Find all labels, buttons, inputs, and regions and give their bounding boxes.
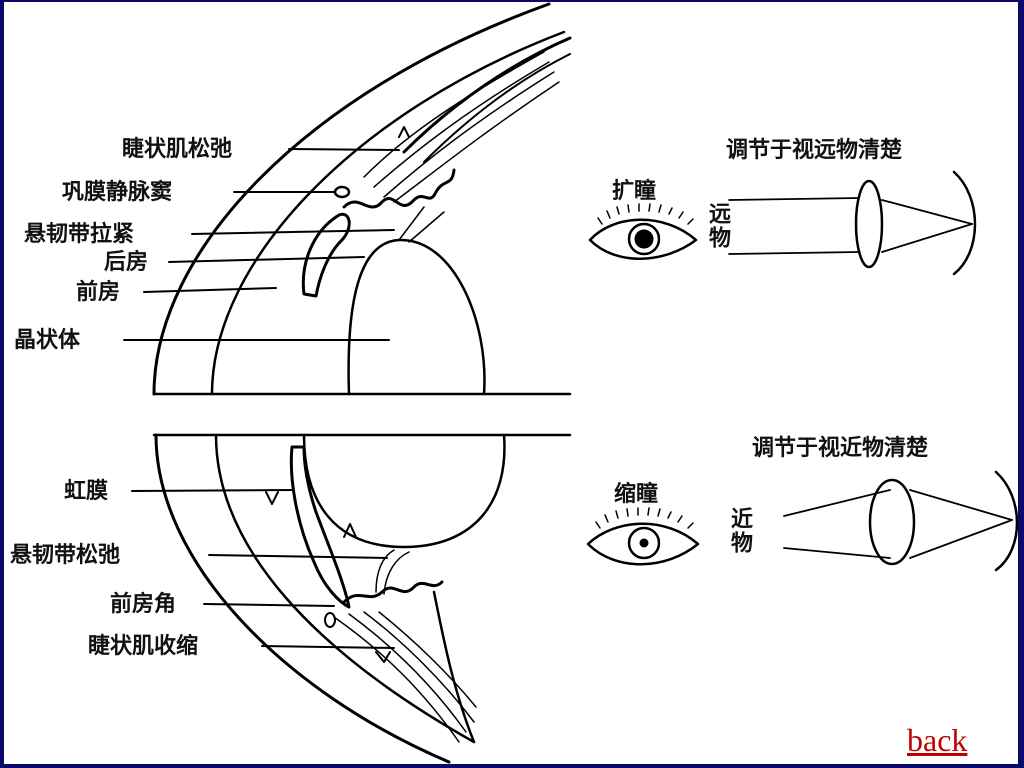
far-object-label: 远物 <box>705 202 731 250</box>
sclera-upper <box>402 36 572 154</box>
near-panel-title: 调节于视近物清楚 <box>752 435 929 461</box>
label-iris: 虹膜 <box>64 478 109 504</box>
lens-upper <box>347 238 486 396</box>
ciliary-processes-lower <box>342 580 444 604</box>
cornea-inner-lower <box>214 433 476 744</box>
far-pupil-label: 扩瞳 <box>612 178 657 204</box>
label-posterior-chamber: 后房 <box>104 249 149 275</box>
near-object-label: 近物 <box>727 507 753 555</box>
iris-lower <box>289 445 351 609</box>
ciliary-processes-upper <box>342 168 456 209</box>
scleral-sinus-shape <box>333 185 351 199</box>
label-lens: 晶状体 <box>14 327 81 353</box>
far-retina-arc <box>952 170 977 276</box>
lens-lower <box>302 433 506 549</box>
cornea-outer-upper <box>152 2 551 396</box>
cornea-inner-upper <box>210 30 566 396</box>
label-chamber-angle: 前房角 <box>110 591 177 617</box>
diagram-canvas: 睫状肌松弛 巩膜静脉窦 悬韧带拉紧 后房 前房 晶状体 虹膜 悬韧带松弛 前房角… <box>4 2 1018 764</box>
near-lens-shape <box>868 478 916 566</box>
label-anterior-chamber: 前房 <box>76 279 121 305</box>
cornea-outer-lower <box>154 433 451 764</box>
back-link[interactable]: back <box>907 722 968 758</box>
iris-upper <box>301 213 351 298</box>
label-zonule-tight: 悬韧带拉紧 <box>24 221 135 247</box>
ciliary-body-lower <box>333 611 477 743</box>
label-ciliary-relax: 睫状肌松弛 <box>122 136 233 162</box>
near-pupil-label: 缩瞳 <box>614 481 659 507</box>
far-eye-icon <box>588 203 698 260</box>
far-lens-shape <box>854 179 884 269</box>
near-retina-arc <box>994 470 1018 572</box>
label-ciliary-contract: 睫状肌收缩 <box>88 633 199 659</box>
label-zonule-relax: 悬韧带松弛 <box>10 542 121 568</box>
label-scleral-sinus: 巩膜静脉窦 <box>62 179 173 205</box>
eye-anatomy-drawing <box>123 2 1018 764</box>
ciliary-body-upper <box>363 51 560 203</box>
near-eye-icon <box>586 507 700 566</box>
far-panel-title: 调节于视远物清楚 <box>726 137 903 163</box>
